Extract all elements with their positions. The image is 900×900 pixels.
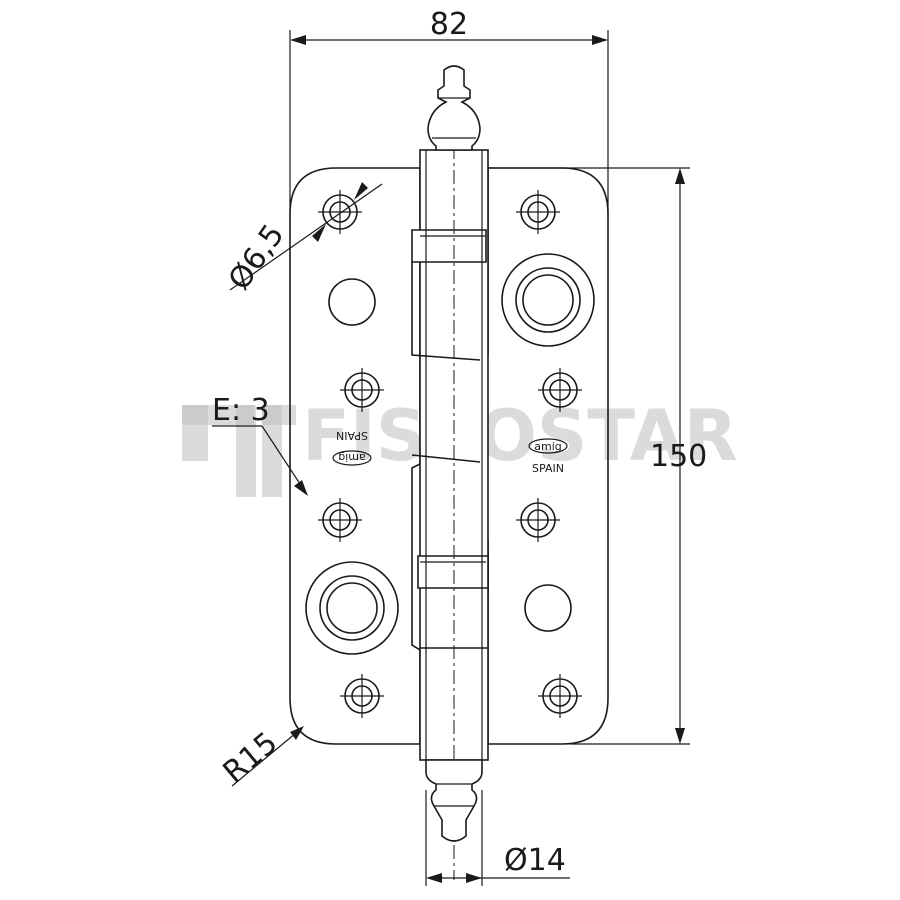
hole-diameter-label: Ø6,5 — [222, 218, 292, 297]
right-stamp-country: SPAIN — [532, 462, 564, 475]
left-stamp: amig SPAIN — [332, 429, 372, 466]
left-screw-hole-3 — [318, 498, 362, 542]
left-security-hole — [305, 561, 399, 655]
left-round-hole — [328, 278, 376, 326]
left-screw-hole-2 — [340, 368, 384, 412]
right-screw-hole-2 — [538, 368, 582, 412]
left-screw-hole-4 — [340, 674, 384, 718]
top-finial — [427, 65, 481, 151]
right-screw-hole-4 — [538, 674, 582, 718]
pin-diameter-dimension: Ø14 — [425, 790, 570, 886]
width-dimension: 82 — [289, 7, 609, 214]
radius-dimension: R15 — [217, 725, 304, 790]
watermark-logo-icon — [182, 405, 296, 497]
right-screw-hole-3 — [516, 498, 560, 542]
left-stamp-brand: amig — [338, 451, 366, 464]
watermark-text: FISKOSTAR — [302, 395, 738, 477]
right-round-hole — [524, 584, 572, 632]
thickness-label: E: 3 — [212, 393, 270, 428]
right-security-hole — [501, 253, 595, 347]
left-screw-hole-1 — [318, 190, 362, 234]
left-stamp-country: SPAIN — [336, 429, 368, 442]
hinge-knuckle — [411, 149, 489, 761]
radius-label: R15 — [217, 725, 285, 790]
pin-diameter-label: Ø14 — [504, 843, 566, 878]
hinge-left-leaf — [289, 167, 421, 745]
width-label: 82 — [430, 7, 468, 42]
height-dimension: 150 — [488, 167, 707, 745]
height-label: 150 — [650, 439, 707, 474]
hinge-right-leaf — [479, 167, 609, 745]
watermark: FISKOSTAR — [182, 395, 738, 497]
right-screw-hole-1 — [516, 190, 560, 234]
right-stamp: amig SPAIN — [528, 438, 568, 475]
thickness-dimension: E: 3 — [212, 393, 308, 496]
right-stamp-brand: amig — [534, 440, 562, 453]
bottom-finial — [425, 759, 483, 842]
